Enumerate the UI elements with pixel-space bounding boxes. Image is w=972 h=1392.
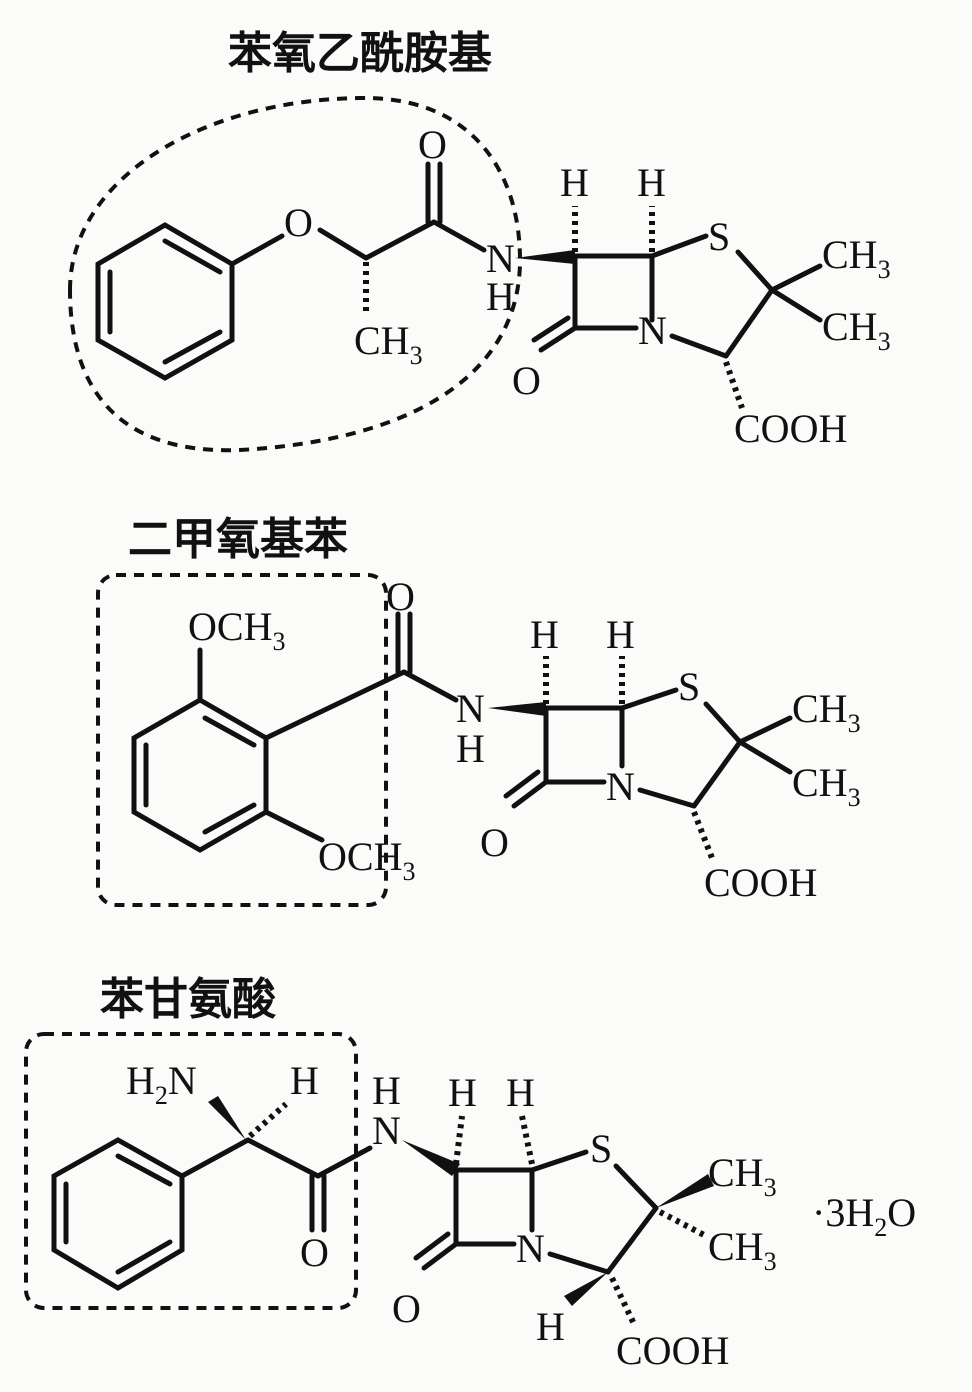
bond-o-ch <box>317 227 369 261</box>
atom-cooh: COOH <box>734 406 847 451</box>
bond-lactam-co-1 <box>421 1241 459 1271</box>
caption-phenoxyacetamido: 苯氧乙酰胺基 <box>228 28 492 79</box>
atom-n-amide: N <box>372 1108 401 1153</box>
wedge-h-c3 <box>564 1272 608 1306</box>
atom-h-alpha: H <box>290 1058 319 1103</box>
bond-ring-o <box>229 233 285 267</box>
hash-cooh <box>609 1276 637 1326</box>
atom-o-lactam: O <box>480 820 509 865</box>
bond-c-n <box>315 1145 373 1179</box>
atom-ch3-a: CH3 <box>792 686 861 738</box>
benzene-ring <box>51 1137 185 1291</box>
bond-och3-bottom <box>263 809 325 843</box>
atom-nh-h: H <box>456 726 485 771</box>
beta-lactam-ring <box>543 705 625 785</box>
atom-n-ring: N <box>606 764 635 809</box>
highlight-outline <box>96 573 388 907</box>
bond-lactam-co-1 <box>538 325 578 353</box>
bond-lactam-co-2 <box>531 315 571 343</box>
atom-o-lactam: O <box>512 358 541 403</box>
beta-lactam-ring <box>453 1167 535 1247</box>
atom-h2: H <box>606 612 635 657</box>
bond-ch3b <box>769 287 823 323</box>
atom-h1: H <box>530 612 559 657</box>
atom-h1: H <box>560 160 589 205</box>
atom-cooh: COOH <box>616 1328 729 1373</box>
highlight-outline <box>67 95 523 453</box>
atom-o-lactam: O <box>392 1286 421 1331</box>
hash-h1 <box>453 1115 465 1165</box>
structure-penicillin-dimethoxy: 二甲氧基苯 OCH3 OCH3 O N H H H O <box>96 514 861 907</box>
bond-ch3a <box>769 263 823 293</box>
atom-n-amide: N <box>486 236 515 281</box>
thiazolidine-ring <box>619 687 743 809</box>
atom-o-carbonyl: O <box>300 1230 329 1275</box>
atom-h2: H <box>506 1070 535 1115</box>
atom-ch3-b: CH3 <box>708 1224 777 1276</box>
bond-ch-c <box>363 219 437 261</box>
benzene-ring <box>131 697 269 853</box>
atom-n-ring: N <box>638 308 667 353</box>
structure-penicillin-phenoxy: 苯氧乙酰胺基 O CH3 O N H H H <box>67 28 891 453</box>
bond-c-n <box>431 219 487 253</box>
bond-calpha-c <box>245 1137 321 1179</box>
atom-ch3-b: CH3 <box>822 304 891 356</box>
thiazolidine-ring <box>529 1149 659 1275</box>
benzene-ring <box>95 222 235 381</box>
atom-cooh: COOH <box>704 860 817 905</box>
beta-lactam-ring <box>572 253 655 331</box>
atom-ch3-side: CH3 <box>354 318 423 370</box>
atom-s: S <box>678 664 700 709</box>
atom-h1: H <box>448 1070 477 1115</box>
atom-o-carbonyl: O <box>418 122 447 167</box>
atom-n-amide: N <box>456 686 485 731</box>
hash-cooh <box>691 810 715 860</box>
bond-c-n <box>401 669 459 703</box>
wedge-nh2 <box>208 1096 246 1140</box>
wedge-n-c6 <box>488 702 546 716</box>
hydrate-label: ·3H2O <box>812 1190 916 1242</box>
caption-phenylglycine: 苯甘氨酸 <box>100 974 277 1025</box>
atom-nh-h: H <box>486 274 515 319</box>
atom-n-ring: N <box>516 1226 545 1271</box>
atom-o-ether: O <box>284 200 313 245</box>
bond-ch3b <box>737 739 793 775</box>
atom-ch3-a: CH3 <box>822 232 891 284</box>
atom-h-c3: H <box>536 1304 565 1349</box>
wedge-n-c6 <box>515 250 575 264</box>
atom-ch3-b: CH3 <box>792 760 861 812</box>
hash-h-alpha <box>248 1101 288 1139</box>
atom-s: S <box>708 214 730 259</box>
highlight-outline <box>24 1032 358 1310</box>
caption-dimethoxybenzene: 二甲氧基苯 <box>128 514 348 565</box>
bond-lactam-co-2 <box>503 769 541 799</box>
atom-h2: H <box>637 160 666 205</box>
structure-ampicillin-trihydrate: 苯甘氨酸 H2N H O H N H H O <box>24 974 916 1373</box>
bond-lactam-co-2 <box>413 1231 451 1261</box>
hash-h2 <box>519 1115 535 1165</box>
wedge-n-c6 <box>402 1140 460 1176</box>
thiazolidine-ring <box>649 233 775 359</box>
bond-ch3a <box>737 715 793 745</box>
bond-lactam-co-1 <box>511 779 549 809</box>
bond-ring-calpha <box>179 1137 251 1179</box>
wedge-ch3a <box>656 1174 714 1208</box>
atom-ch3-a: CH3 <box>708 1150 777 1202</box>
atom-h2n: H2N <box>126 1058 197 1110</box>
atom-nh-h: H <box>372 1068 401 1113</box>
atom-och3-bottom: OCH3 <box>318 834 415 886</box>
bond-ring-c <box>263 669 407 741</box>
hash-cooh <box>723 361 745 409</box>
atom-s: S <box>590 1126 612 1171</box>
hash-ch3b <box>658 1209 708 1239</box>
atom-och3-top: OCH3 <box>188 604 285 656</box>
atom-o-carbonyl: O <box>386 574 415 619</box>
